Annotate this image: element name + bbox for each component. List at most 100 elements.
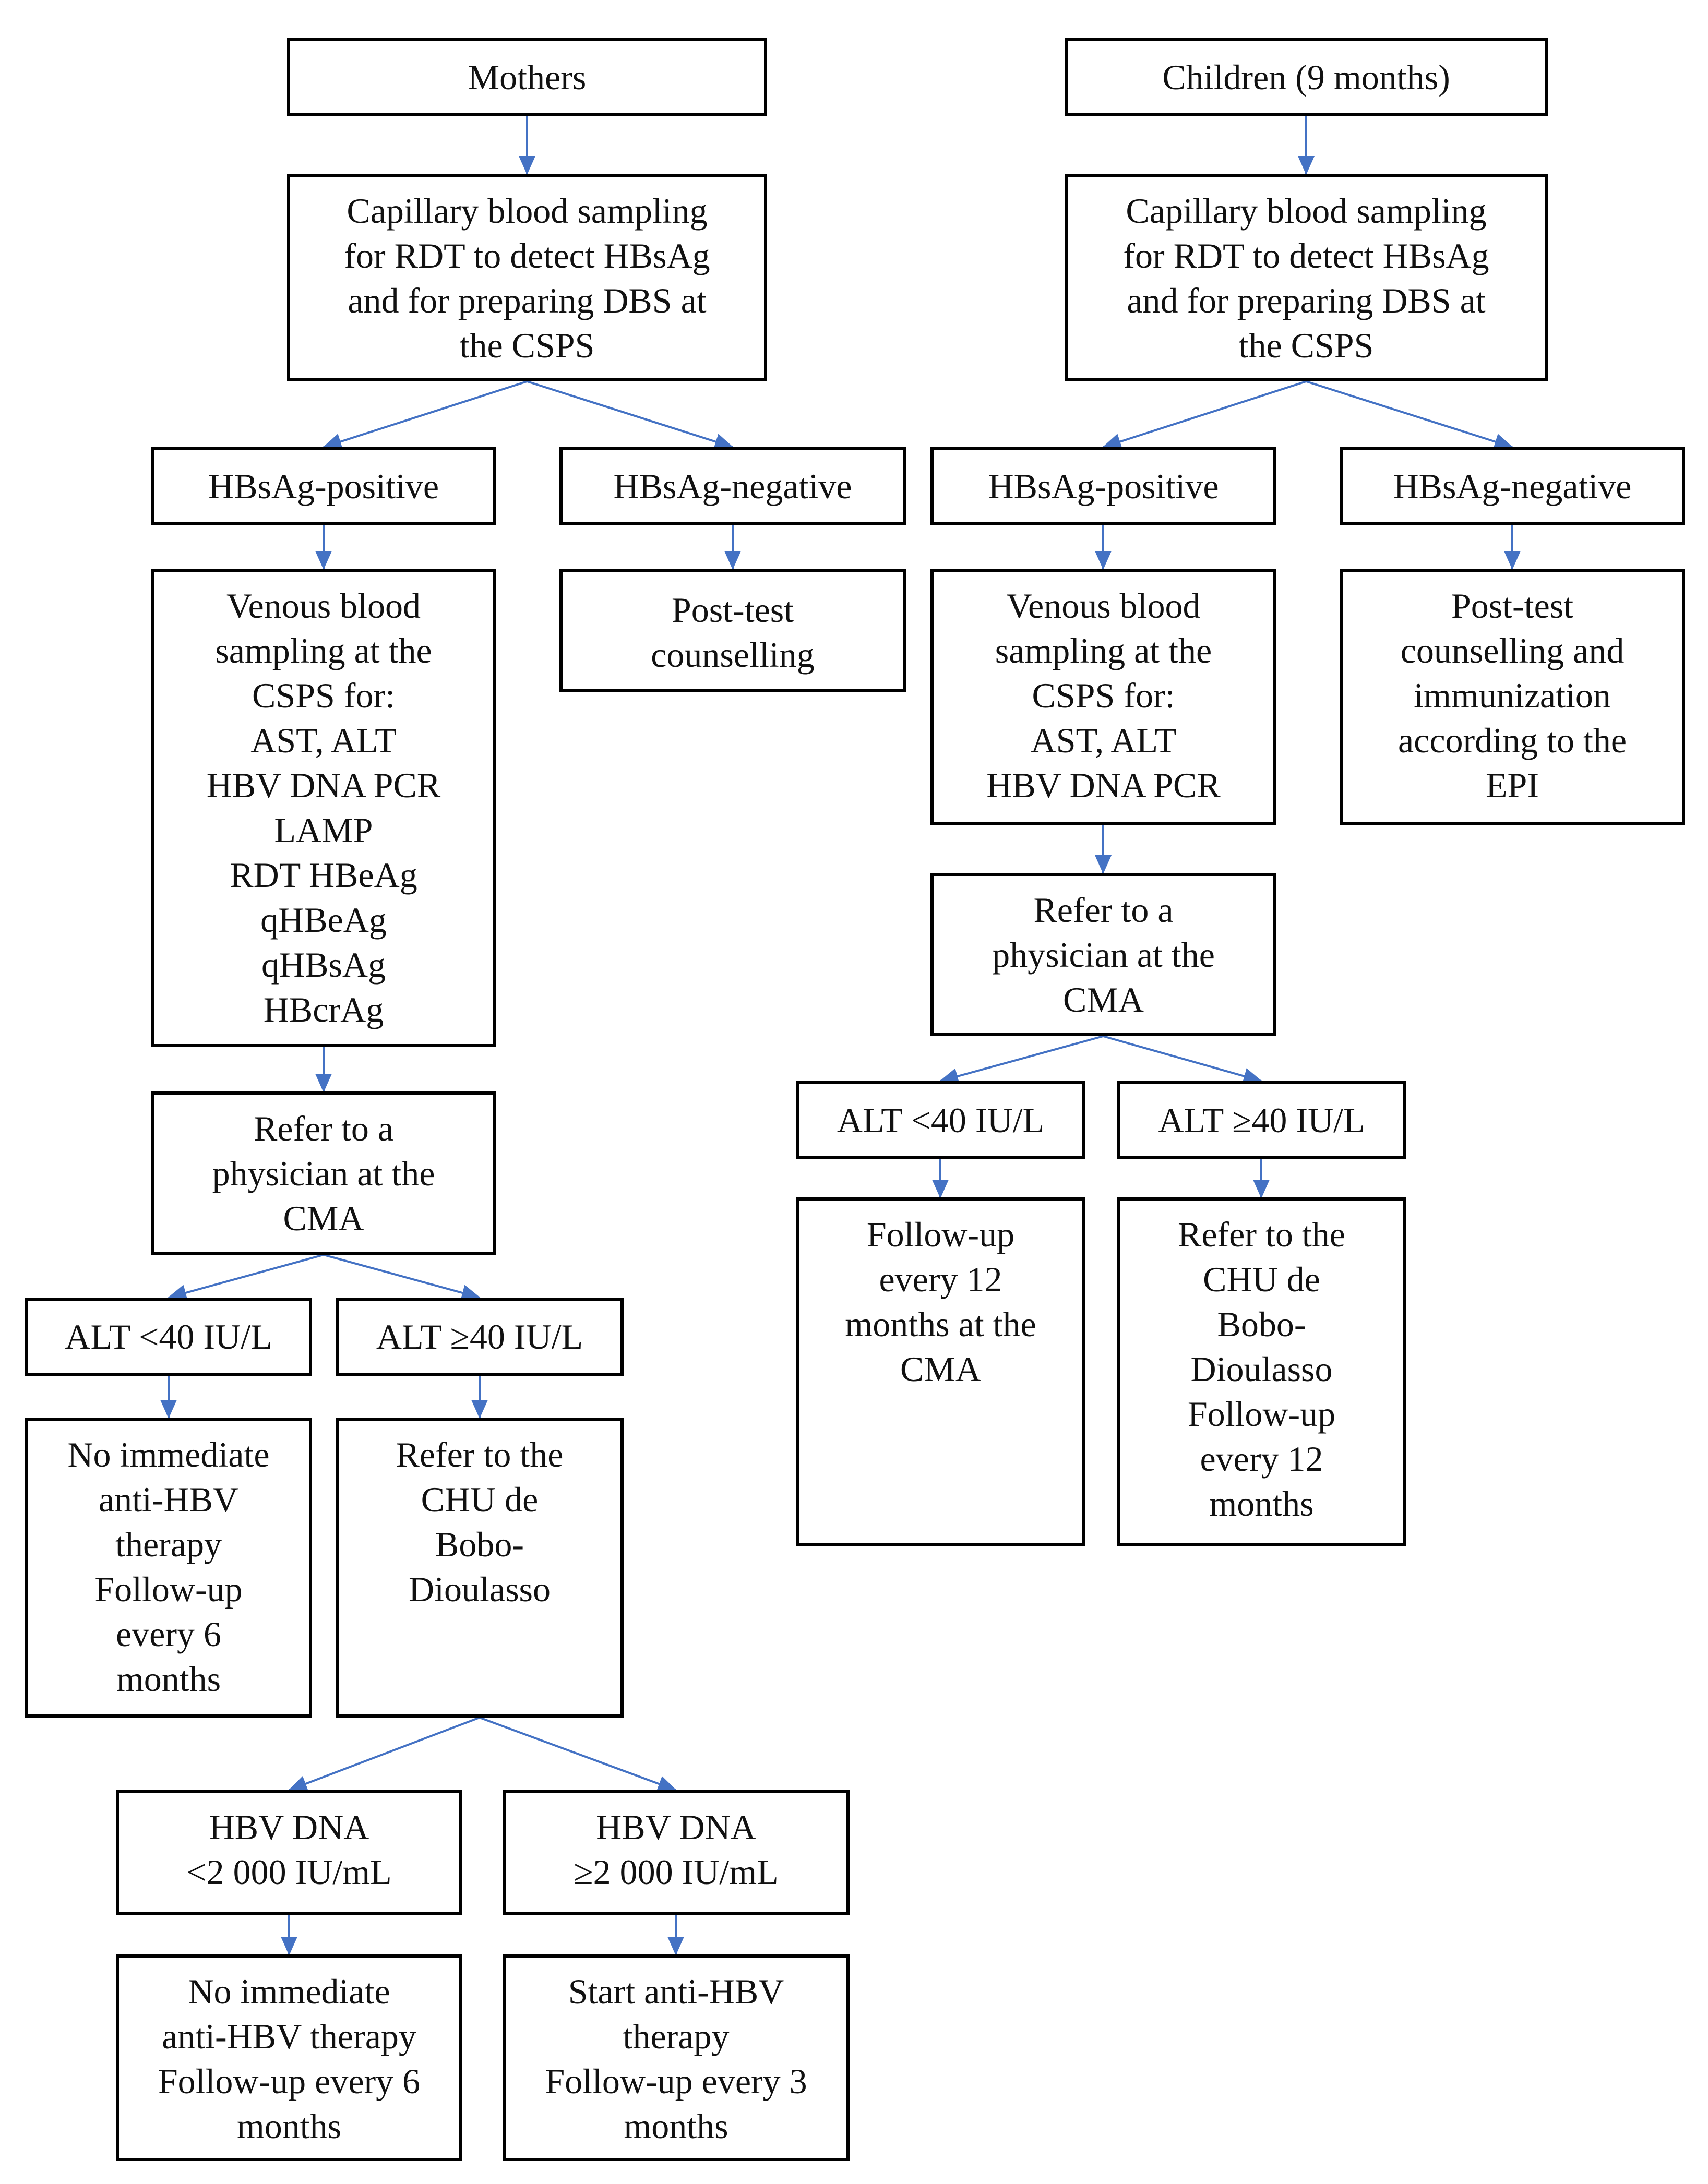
box-text-line: therapy [623, 2017, 730, 2056]
box-text-line: the CSPS [1238, 326, 1374, 365]
box-text-line: <2 000 IU/mL [186, 1852, 392, 1892]
box-text-line: ALT <40 IU/L [65, 1317, 272, 1357]
connector-arrow [168, 1254, 324, 1301]
connector-arrow [1306, 380, 1513, 450]
mothers-hbv-dna-high-box: HBV DNA ≥2 000 IU/mL [503, 1790, 850, 1915]
box-text-line: CMA [900, 1349, 981, 1389]
box-text-line: Bobo- [435, 1525, 524, 1564]
box-text-line: AST, ALT [1030, 721, 1177, 760]
box-text-line: RDT HBeAg [230, 855, 417, 895]
mothers-alt-low-box: ALT <40 IU/L [25, 1298, 312, 1376]
box-text-line: EPI [1486, 765, 1539, 805]
box-text-line: and for preparing DBS at [1127, 281, 1486, 320]
box-text-line: Dioulasso [1190, 1349, 1333, 1389]
connector-arrow [288, 1717, 480, 1792]
box-text-line: HBV DNA [596, 1807, 756, 1847]
mothers-refer-physician-box: Refer to a physician at the CMA [151, 1091, 496, 1255]
box-text-line: months [1209, 1484, 1314, 1523]
box-text-line: Post-test [1451, 586, 1574, 626]
children-hbsag-positive-box: HBsAg-positive [930, 447, 1276, 525]
box-text-line: HBsAg-positive [988, 466, 1219, 506]
box-text-line: Venous blood [226, 586, 421, 626]
children-refer-chu-box: Refer to the CHU de Bobo- Dioulasso Foll… [1117, 1197, 1406, 1546]
box-text-line: months [116, 1659, 221, 1699]
box-text-line: sampling at the [995, 631, 1212, 670]
box-text-line: for RDT to detect HBsAg [344, 236, 710, 275]
box-text-line: Refer to the [396, 1435, 564, 1474]
mothers-hbv-dna-low-box: HBV DNA <2 000 IU/mL [116, 1790, 462, 1915]
box-text-line: months [624, 2106, 728, 2146]
box-text-line: counselling [651, 635, 815, 675]
box-text-line: counselling and [1400, 631, 1625, 670]
mothers-header-box: Mothers [287, 38, 767, 116]
box-text-line: qHBeAg [260, 900, 387, 940]
mothers-alt-high-box: ALT ≥40 IU/L [336, 1298, 624, 1376]
box-text-line: sampling at the [215, 631, 432, 670]
connector-arrow [527, 380, 734, 450]
box-text-line: physician at the [992, 935, 1215, 975]
children-header-label: Children (9 months) [1162, 57, 1450, 97]
mothers-no-therapy-box: No immediate anti-HBV therapy Follow-up … [25, 1418, 312, 1718]
children-alt-high-box: ALT ≥40 IU/L [1117, 1081, 1406, 1159]
mothers-no-therapy-followup-box: No immediate anti-HBV therapy Follow-up … [116, 1954, 462, 2161]
box-text-line: therapy [115, 1525, 222, 1564]
mothers-post-test-box: Post-test counselling [559, 569, 906, 692]
children-refer-physician-box: Refer to a physician at the CMA [930, 873, 1276, 1036]
box-text-line: Capillary blood sampling [1126, 191, 1487, 231]
box-text-line: Follow-up [1187, 1394, 1336, 1434]
box-text-line: No immediate [188, 1972, 390, 2011]
box-text-line: every 12 [879, 1259, 1002, 1299]
children-venous-sampling-box: Venous blood sampling at the CSPS for: A… [930, 569, 1276, 825]
box-text-line: HBV DNA PCR [986, 765, 1221, 805]
box-text-line: anti-HBV [98, 1480, 239, 1519]
connector-arrow [323, 1254, 481, 1301]
mothers-hbsag-negative-box: HBsAg-negative [559, 447, 906, 525]
mothers-refer-chu-box: Refer to the CHU de Bobo- Dioulasso [336, 1418, 624, 1718]
box-text-line: HBV DNA PCR [206, 765, 441, 805]
box-text-line: CHU de [1203, 1259, 1320, 1299]
mothers-hbsag-positive-box: HBsAg-positive [151, 447, 496, 525]
box-text-line: Refer to a [253, 1109, 394, 1148]
box-text-line: LAMP [274, 810, 373, 850]
box-text-line: Bobo- [1217, 1304, 1306, 1344]
box-text-line: HBsAg-negative [613, 466, 852, 506]
box-text-line: Venous blood [1006, 586, 1201, 626]
box-text-line: and for preparing DBS at [348, 281, 707, 320]
box-text-line: Capillary blood sampling [347, 191, 708, 231]
connector-arrow [323, 380, 528, 450]
box-text-line: CHU de [421, 1480, 539, 1519]
box-text-line: No immediate [67, 1435, 270, 1474]
box-text-line: physician at the [212, 1154, 435, 1193]
mothers-venous-sampling-box: Venous blood sampling at the CSPS for: A… [151, 569, 496, 1047]
children-post-test-box: Post-test counselling and immunization a… [1340, 569, 1685, 825]
box-text-line: months [236, 2106, 342, 2146]
box-text-line: Refer to a [1033, 890, 1174, 930]
connector-arrow [479, 1717, 677, 1792]
connector-arrow [939, 1035, 1104, 1085]
children-alt-low-box: ALT <40 IU/L [796, 1081, 1085, 1159]
children-header-box: Children (9 months) [1065, 38, 1548, 116]
mothers-start-therapy-box: Start anti-HBV therapy Follow-up every 3… [503, 1954, 850, 2161]
box-text-line: Dioulasso [409, 1569, 551, 1609]
box-text-line: Refer to the [1178, 1215, 1345, 1254]
children-hbsag-negative-box: HBsAg-negative [1340, 447, 1685, 525]
box-text-line: according to the [1398, 721, 1627, 760]
box-text-line: Start anti-HBV [568, 1972, 784, 2011]
box-text-line: ALT <40 IU/L [837, 1100, 1045, 1140]
box-text-line: immunization [1414, 676, 1611, 715]
box-text-line: every 6 [115, 1614, 221, 1654]
box-text-line: HBV DNA [209, 1807, 369, 1847]
box-text-line: Follow-up every 3 [545, 2061, 807, 2101]
children-follow-up-box: Follow-up every 12 months at the CMA [796, 1197, 1085, 1546]
connector-arrow [1103, 1035, 1262, 1085]
box-text-line: for RDT to detect HBsAg [1123, 236, 1489, 275]
box-text-line: ALT ≥40 IU/L [1158, 1100, 1365, 1140]
box-text-line: Post-test [671, 590, 794, 630]
box-text-line: anti-HBV therapy [162, 2017, 416, 2056]
box-text-line: CSPS for: [252, 676, 395, 715]
children-capillary-sampling-box: Capillary blood sampling for RDT to dete… [1065, 174, 1548, 381]
box-text-line: HBcrAg [263, 990, 384, 1029]
box-text-line: CSPS for: [1032, 676, 1175, 715]
box-text-line: months at the [845, 1304, 1036, 1344]
